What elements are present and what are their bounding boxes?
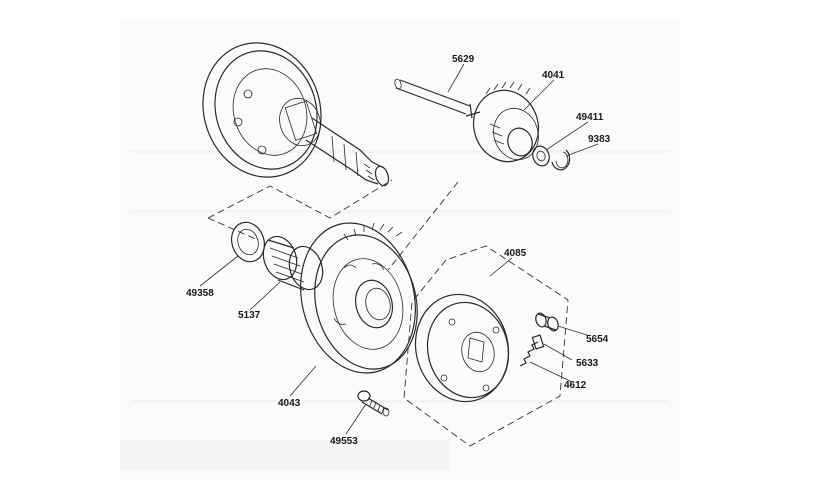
circlip-9383 xyxy=(551,149,571,171)
label-4085: 4085 xyxy=(504,248,527,259)
label-4043: 4043 xyxy=(278,398,301,409)
starter-gear-4043 xyxy=(300,222,418,374)
label-49553: 49553 xyxy=(330,436,358,447)
crankshaft-assembly xyxy=(202,42,390,187)
background-ghost xyxy=(120,20,680,480)
label-5629: 5629 xyxy=(452,54,475,65)
label-5654: 5654 xyxy=(586,334,609,345)
washer-49358 xyxy=(230,221,266,263)
leader-lines xyxy=(199,63,599,435)
label-4041: 4041 xyxy=(542,70,565,81)
label-9383: 9383 xyxy=(588,134,611,145)
shaft-5629 xyxy=(394,78,481,119)
washer-49411 xyxy=(532,145,550,167)
label-49411: 49411 xyxy=(576,112,604,123)
label-4612: 4612 xyxy=(564,380,587,391)
part-labels: 5629 4041 49411 9383 49358 5137 4085 565… xyxy=(186,54,611,447)
needle-bearing-5137 xyxy=(262,235,324,291)
roller-5654 xyxy=(535,312,559,332)
label-5633: 5633 xyxy=(576,358,599,369)
bolt-49553 xyxy=(357,390,390,417)
label-49358: 49358 xyxy=(186,288,214,299)
gear-4041 xyxy=(472,81,540,163)
label-5137: 5137 xyxy=(238,310,261,321)
starter-clutch-4085 xyxy=(414,293,510,403)
spring-4612 xyxy=(519,341,539,367)
